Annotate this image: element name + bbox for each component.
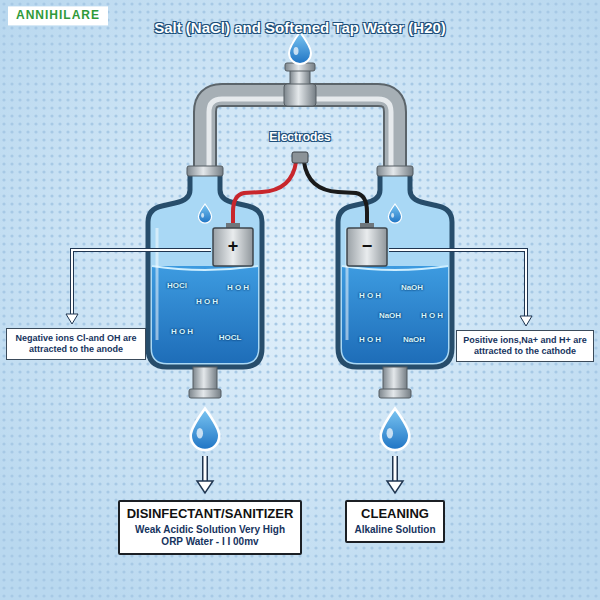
pipework (205, 63, 395, 170)
arrow-outline (202, 456, 208, 482)
cathode-battery (347, 228, 387, 266)
arrow-outline (392, 456, 398, 482)
output-box: DISINFECTANT/SANITIZER Weak Acidic Soluti… (118, 500, 302, 555)
box-body: Alkaline Solution (353, 524, 437, 536)
leader-lines (66, 250, 532, 326)
output-arrows (197, 456, 403, 493)
callout-box: Negative ions Cl-and OH are attracted to… (6, 328, 146, 360)
black-wire (304, 162, 367, 226)
output-drop (191, 409, 220, 451)
leader-outline (389, 250, 526, 318)
vessel-drop (198, 204, 211, 223)
leader-arrowhead (66, 314, 78, 324)
vessel-drop (388, 204, 401, 223)
arrow-head (387, 481, 403, 493)
diagram-title: Salt (NaCl) and Softened Tap Water (H20) (154, 19, 446, 36)
molecule-label: H O H (421, 312, 443, 321)
input-drop (289, 32, 311, 64)
molecule-label: H O H (171, 328, 193, 337)
anode-sign: + (228, 237, 239, 257)
brand-logo: ANNIHILARE (8, 6, 108, 25)
molecule-label: NaOH (403, 336, 425, 345)
leader-line (72, 250, 211, 316)
pipe-tee-body (284, 84, 316, 106)
red-wire (233, 162, 296, 226)
output-box: CLEANING Alkaline Solution (345, 500, 445, 543)
callout-box: Positive ions,Na+ and H+ are attracted t… (456, 330, 594, 362)
box-body: Weak Acidic Solution Very High ORP Water… (126, 524, 294, 548)
molecule-label: NaOH (401, 284, 423, 293)
anode-vessel (148, 166, 262, 398)
batteries (213, 223, 387, 266)
anode-battery (213, 228, 253, 266)
output-drop (381, 409, 410, 451)
box-heading: Negative ions Cl-and OH are attracted to… (12, 333, 140, 355)
arrow-shaft (394, 456, 397, 482)
electrodes-label: Electrodes (269, 131, 330, 144)
cathode-vessel (338, 166, 452, 398)
arrow-shaft (204, 456, 207, 482)
electrode-connector (292, 152, 308, 163)
molecule-label: HOCl (167, 282, 187, 291)
arrow-head (197, 481, 213, 493)
molecule-label: NaOH (379, 312, 401, 321)
molecule-label: HOCL (219, 334, 242, 343)
cathode-sign: − (362, 237, 373, 257)
molecule-label: H O H (359, 292, 381, 301)
leader-arrowhead (520, 316, 532, 326)
wires (233, 152, 367, 226)
leader-outline (72, 250, 211, 316)
leader-line (389, 250, 526, 318)
molecule-label: H O H (359, 336, 381, 345)
molecule-label: H O H (227, 284, 249, 293)
box-heading: CLEANING (353, 506, 437, 522)
box-heading: DISINFECTANT/SANITIZER (126, 506, 294, 522)
molecule-label: H O H (196, 298, 218, 307)
pipe-highlight (209, 99, 391, 170)
box-heading: Positive ions,Na+ and H+ are attracted t… (462, 335, 588, 357)
